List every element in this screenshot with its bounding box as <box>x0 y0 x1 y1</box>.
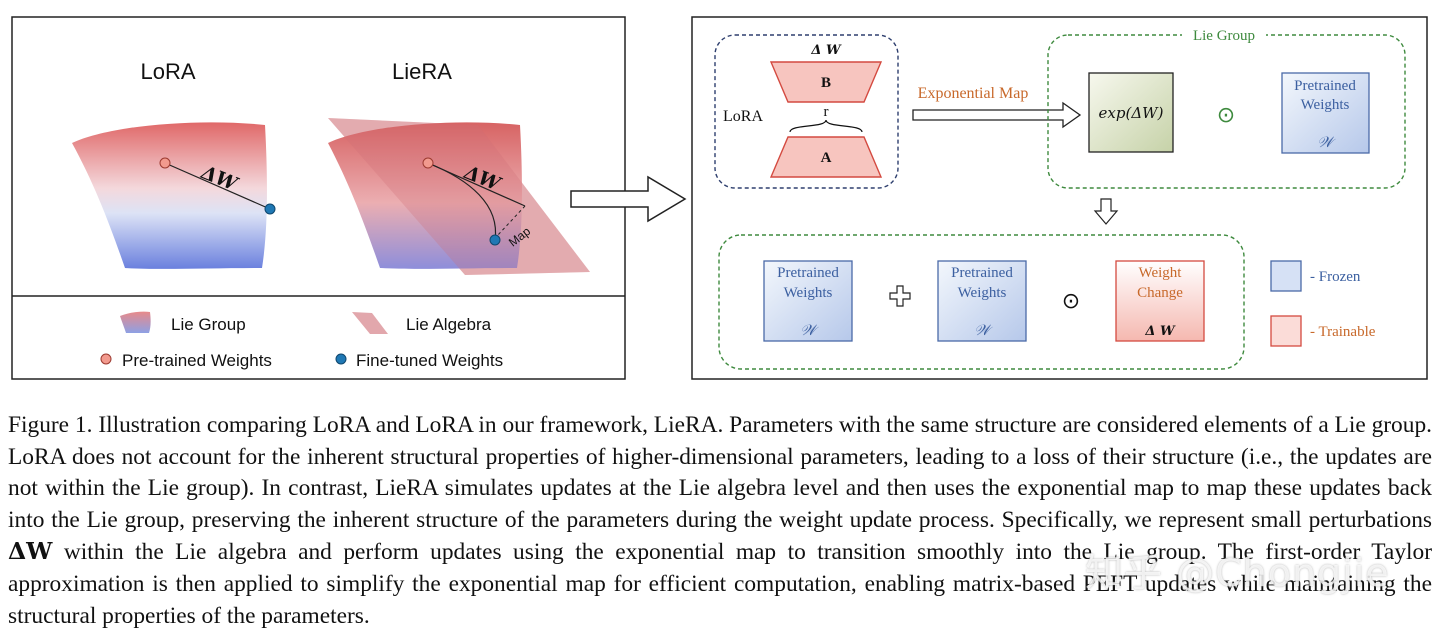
big-arrow <box>570 175 687 223</box>
lora-title: LoRA <box>140 59 195 84</box>
caption-part2: within the Lie algebra and perform updat… <box>8 539 1432 629</box>
lora-box-label: LoRA <box>723 108 763 125</box>
lora-finetuned-dot <box>264 203 276 215</box>
exp-delta-w-label: exp(ΔW) <box>1099 104 1164 122</box>
weight-change-box <box>1115 260 1205 342</box>
pretrained-1-symbol: 𝒲 <box>800 321 819 339</box>
weight-change-line2: Change <box>1137 285 1183 301</box>
pretrained-2-symbol: 𝒲 <box>974 321 993 339</box>
legend-pretrained: Pre-trained Weights <box>122 351 272 370</box>
legend-frozen-swatch <box>1270 260 1302 292</box>
lora-a-block <box>769 136 883 178</box>
liera-map-arrow <box>496 205 526 237</box>
legend-finetuned-dot <box>335 353 347 365</box>
lora-pretrained-dot <box>159 157 171 169</box>
lora-r-brace <box>789 119 863 133</box>
lora-surface <box>72 122 267 269</box>
legend-pretrained-dot <box>100 353 112 365</box>
hadamard-symbol-top: ⊙ <box>1217 103 1235 128</box>
legend-lie-algebra: Lie Algebra <box>406 315 492 334</box>
weight-change-line1: Weight <box>1139 265 1183 281</box>
pretrained-weights-top-box <box>1281 72 1370 154</box>
lie-group-label-bg <box>1182 27 1266 43</box>
liera-geodesic <box>427 162 497 241</box>
pretrained-2-line1: Pretrained <box>951 265 1013 281</box>
down-arrow <box>1093 198 1119 225</box>
exponential-map-label: Exponential Map <box>918 85 1029 102</box>
pretrained-top-line2: Weights <box>1301 97 1350 113</box>
composition-box <box>718 234 1245 370</box>
legend-frozen: - Frozen <box>1310 269 1361 285</box>
lora-b-block <box>769 61 883 103</box>
legend-lie-algebra-swatch <box>352 312 388 334</box>
liera-finetuned-dot <box>489 234 501 246</box>
figure-caption: Figure 1. Illustration comparing LoRA an… <box>8 410 1432 632</box>
pretrained-top-line1: Pretrained <box>1294 78 1356 94</box>
lora-delta-label: Δ W <box>810 43 842 58</box>
legend-lie-group-swatch <box>120 311 151 333</box>
exponential-map-arrow <box>912 101 1082 129</box>
liera-pretrained-dot <box>422 157 434 169</box>
zhihu-watermark: 知乎 @Chongjie <box>1085 551 1390 595</box>
lora-a-label: A <box>821 150 832 166</box>
caption-part1: Figure 1. Illustration comparing LoRA an… <box>8 412 1432 533</box>
pretrained-weights-box-1 <box>763 260 853 342</box>
legend-finetuned: Fine-tuned Weights <box>356 351 503 370</box>
legend-trainable-swatch <box>1270 315 1302 347</box>
exp-delta-w-box <box>1088 72 1174 153</box>
pretrained-1-line1: Pretrained <box>777 265 839 281</box>
lora-module-box <box>714 34 899 189</box>
legend-lie-group: Lie Group <box>171 315 246 334</box>
lie-group-box <box>1047 34 1406 189</box>
plus-symbol <box>889 285 911 307</box>
lora-update-line <box>164 162 271 210</box>
lora-r-label: r <box>824 104 829 120</box>
liera-surface <box>328 122 522 269</box>
lie-group-label: Lie Group <box>1193 28 1255 44</box>
pretrained-weights-box-2 <box>937 260 1027 342</box>
pretrained-1-line2: Weights <box>784 285 833 301</box>
figure-svg: LoRA LieRA ΔW ΔW Map Lie Group Lie Algeb… <box>11 16 1428 380</box>
weight-change-symbol: Δ W <box>1144 324 1176 339</box>
figure: LoRA LieRA ΔW ΔW Map Lie Group Lie Algeb… <box>11 16 1428 380</box>
hadamard-symbol-bottom: ⊙ <box>1062 289 1080 314</box>
liera-algebra-overlay <box>328 118 590 275</box>
legend-trainable: - Trainable <box>1310 324 1376 340</box>
pretrained-top-symbol: 𝒲 <box>1317 133 1336 151</box>
liera-title: LieRA <box>392 59 452 84</box>
pretrained-2-line2: Weights <box>958 285 1007 301</box>
lora-b-label: B <box>821 75 831 91</box>
caption-delta-w: ΔW <box>8 537 53 566</box>
